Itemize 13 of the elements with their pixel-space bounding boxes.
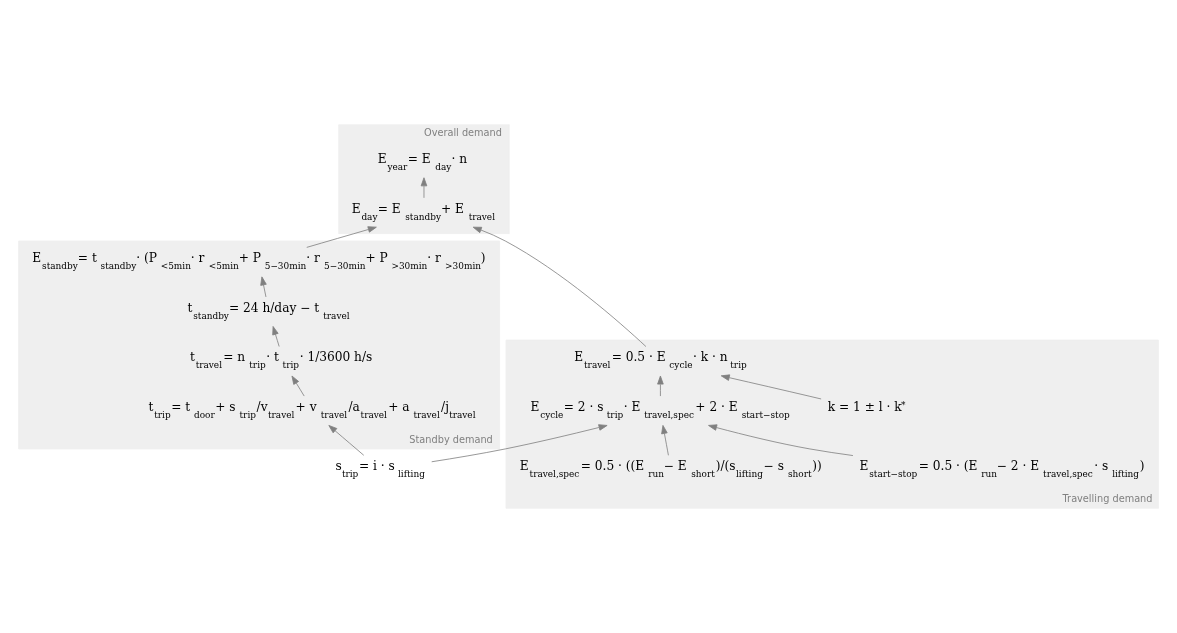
arrow (657, 375, 664, 397)
arrow (720, 374, 822, 400)
node-text: k = 1 ± l · k* (827, 399, 906, 414)
arrow (328, 425, 365, 456)
arrow (708, 424, 854, 456)
arrow (306, 226, 377, 248)
arrow (420, 177, 428, 199)
arrow (272, 326, 280, 347)
arrow (472, 226, 647, 347)
arrow (661, 425, 669, 456)
arrow (260, 276, 267, 298)
arrow (291, 375, 305, 397)
arrow (431, 424, 608, 463)
